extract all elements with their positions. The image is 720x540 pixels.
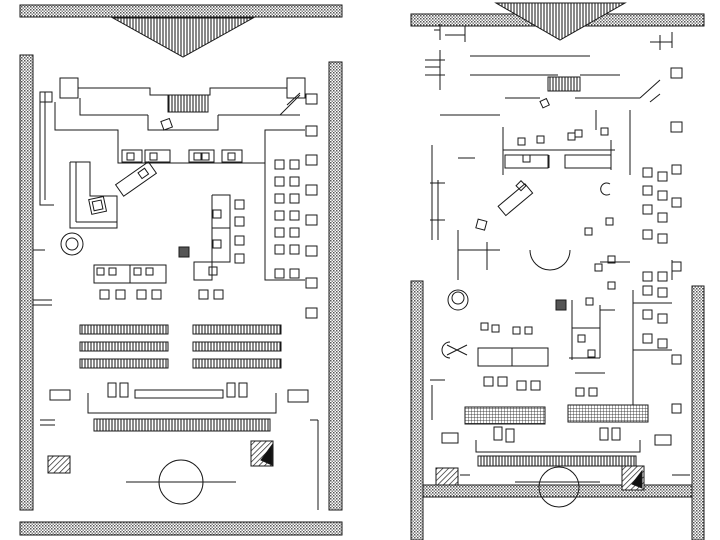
left-east-wall [328, 61, 343, 511]
left-small-desks [93, 264, 167, 300]
left-center-desk [178, 194, 245, 300]
left-floor-plan [19, 4, 343, 536]
right-chairs [600, 164, 682, 420]
right-top-fragments [425, 24, 683, 240]
right-west-wall [410, 280, 424, 540]
left-right-chairs [264, 130, 305, 281]
right-benches [464, 404, 649, 425]
right-floor-plan [410, 2, 705, 540]
right-counter [502, 127, 615, 196]
right-top-funnel [494, 2, 627, 41]
left-upper-counter [39, 77, 318, 319]
right-bottom-wall [410, 484, 705, 498]
right-bottom-counter [435, 426, 690, 508]
left-top-wall [19, 4, 343, 18]
right-small-tables [477, 322, 549, 391]
left-sofa-group [60, 161, 158, 256]
right-east-wall [691, 285, 705, 540]
left-benches [79, 324, 282, 369]
left-west-wall [19, 54, 34, 511]
left-bottom-wall [19, 521, 343, 536]
right-middle-items [430, 183, 616, 420]
left-bottom-counter [47, 382, 277, 505]
left-top-funnel [111, 17, 255, 58]
